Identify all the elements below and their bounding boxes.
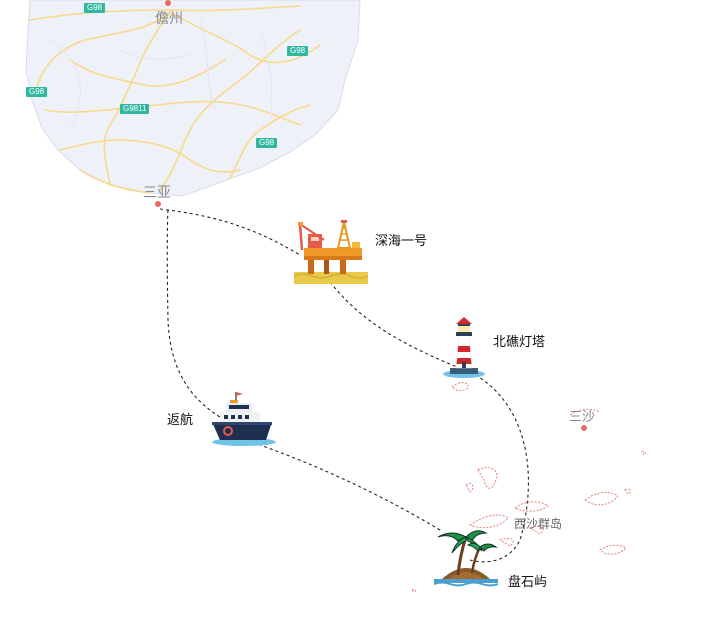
highway-shield-g98-b: G98 [287, 46, 309, 56]
lighthouse-icon[interactable] [442, 316, 486, 380]
label-return-voyage: 返航 [167, 413, 194, 428]
highway-shield-g98-a: G98 [84, 3, 106, 13]
highway-shield-g98-c: G98 [26, 87, 48, 97]
route-line [159, 208, 529, 563]
sansha-dot [581, 425, 587, 431]
highway-network [29, 5, 321, 194]
highway-shield-g9811: G9811 [120, 104, 150, 114]
city-label-danzhou: 儋州 [155, 11, 183, 27]
palm-island-icon[interactable] [432, 527, 500, 589]
city-label-sansha: 三沙 [569, 410, 596, 425]
city-label-sanya: 三亚 [143, 185, 171, 201]
sanya-dot [155, 201, 161, 207]
islands-label-xisha: 西沙群岛 [514, 517, 563, 531]
label-deep-sea-one: 深海一号 [375, 234, 428, 249]
highway-shield-g98-d: G98 [256, 138, 278, 148]
oil-platform-icon[interactable] [294, 220, 368, 286]
label-panshi-islet: 盘石屿 [508, 575, 548, 590]
secondary-roads [49, 19, 273, 131]
label-beijiao-lighthouse: 北礁灯塔 [493, 335, 546, 350]
hainan-island [25, 0, 361, 197]
danzhou-dot [165, 0, 171, 6]
ship-icon[interactable] [210, 392, 280, 448]
reefs [411, 382, 646, 593]
